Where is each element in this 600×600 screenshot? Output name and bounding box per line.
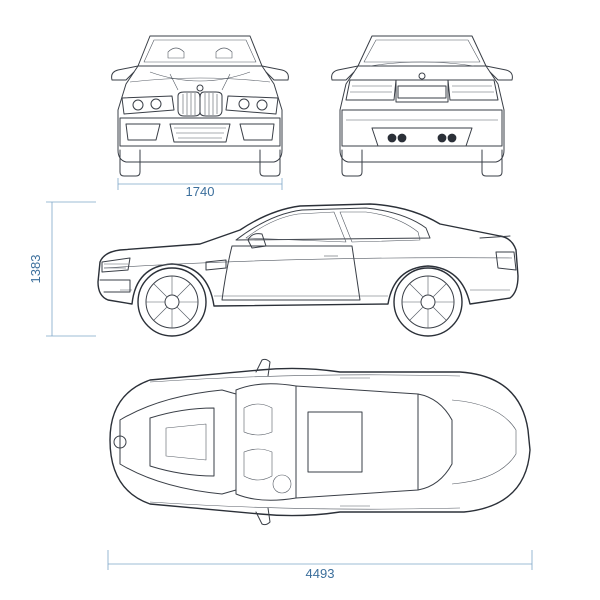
length-dimension-label: 4493 (306, 566, 335, 581)
top-view (109, 358, 531, 526)
side-view (97, 203, 519, 337)
width-dimension-label: 1740 (186, 184, 215, 199)
front-view (111, 35, 289, 177)
width-dimension: 1740 (117, 178, 283, 199)
height-dimension-label: 1383 (28, 255, 43, 284)
height-dimension: 1383 (28, 201, 96, 337)
rear-view (331, 35, 513, 177)
length-dimension: 4493 (107, 550, 533, 581)
